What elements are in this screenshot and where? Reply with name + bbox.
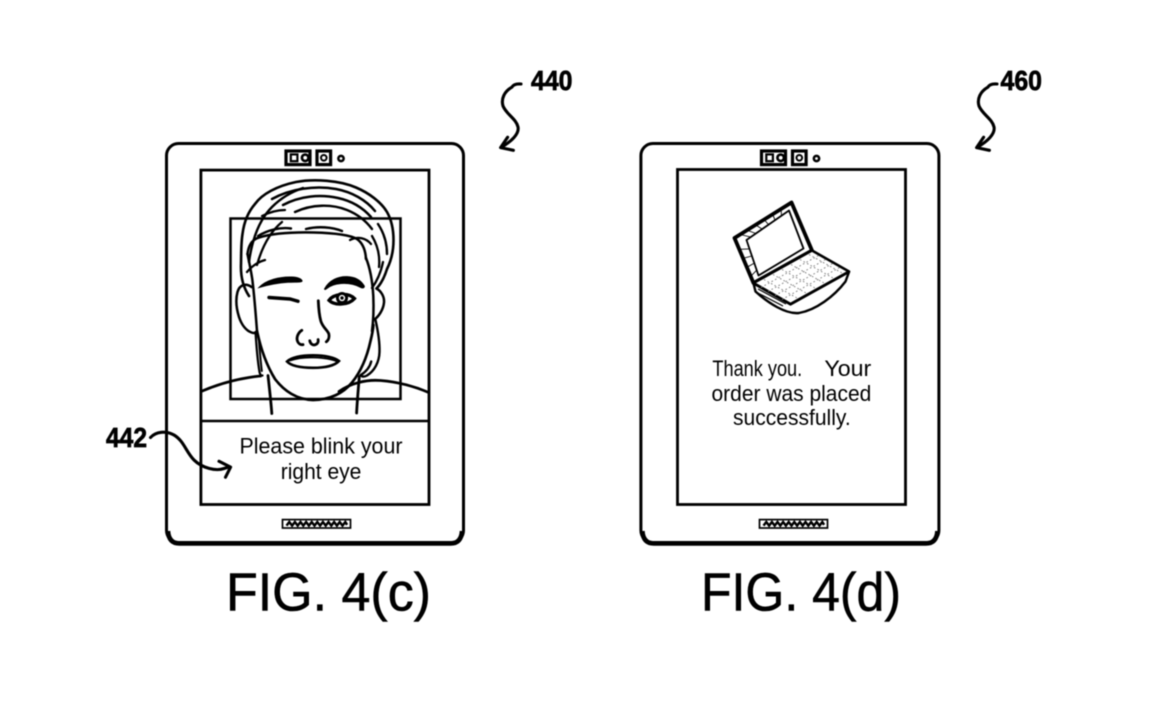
svg-text:order was placed: order was placed xyxy=(712,381,872,406)
svg-text:442: 442 xyxy=(106,422,147,453)
svg-text:FIG. 4(c): FIG. 4(c) xyxy=(226,563,431,623)
svg-text:Please blink your: Please blink your xyxy=(240,433,403,458)
svg-text:right eye: right eye xyxy=(281,459,362,484)
svg-text:440: 440 xyxy=(531,65,573,96)
svg-text:Thank you.: Thank you. xyxy=(712,356,802,381)
svg-text:Your: Your xyxy=(824,356,871,381)
svg-text:FIG. 4(d): FIG. 4(d) xyxy=(701,563,901,623)
svg-text:successfully.: successfully. xyxy=(733,405,851,430)
svg-text:460: 460 xyxy=(1001,65,1043,96)
